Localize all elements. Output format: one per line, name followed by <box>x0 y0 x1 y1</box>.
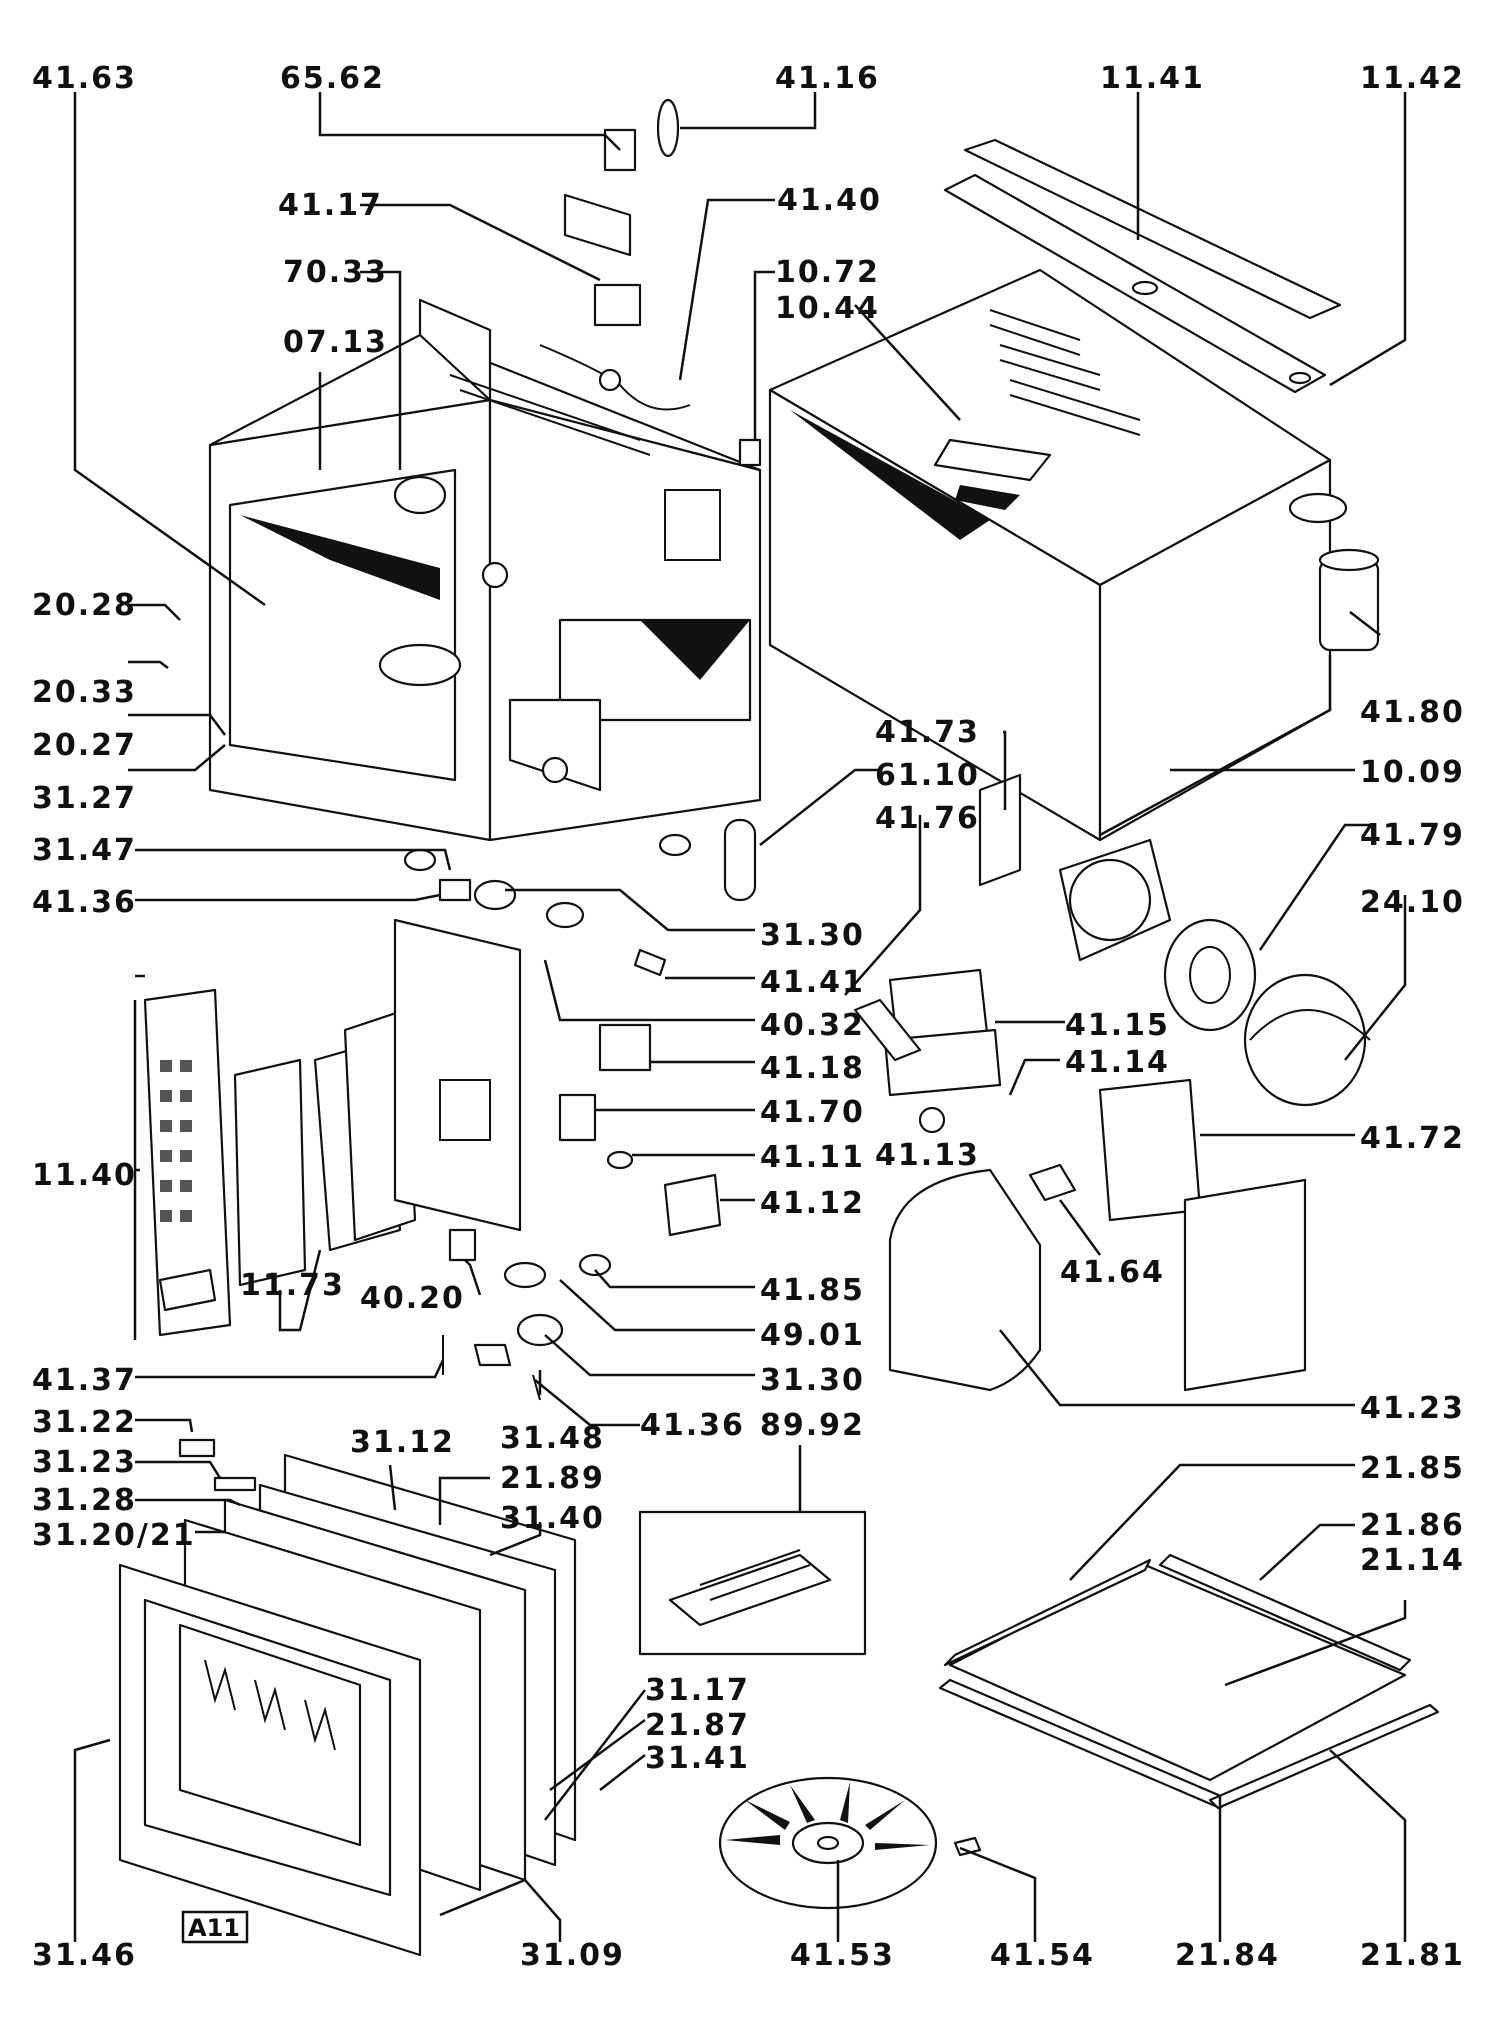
label-20-33: 20.33 <box>32 675 137 710</box>
label-11-73: 11.73 <box>240 1268 345 1303</box>
label-21-87: 21.87 <box>645 1708 750 1743</box>
label-41-70: 41.70 <box>760 1095 865 1130</box>
label-21-81: 21.81 <box>1360 1938 1465 1973</box>
label-70-33: 70.33 <box>283 255 388 290</box>
label-31-23: 31.23 <box>32 1445 137 1480</box>
label-41-23: 41.23 <box>1360 1391 1465 1426</box>
label-41-72: 41.72 <box>1360 1121 1465 1156</box>
label-31-17: 31.17 <box>645 1673 750 1708</box>
label-21-86: 21.86 <box>1360 1508 1465 1543</box>
label-41-11: 41.11 <box>760 1140 865 1175</box>
badge-text: A11 <box>188 1914 240 1942</box>
fan-assembly <box>658 773 1371 1107</box>
label-41-14: 41.14 <box>1065 1045 1170 1080</box>
pcb-inset <box>638 1510 867 1656</box>
page-badge: A11 <box>181 1910 249 1944</box>
label-31-41: 31.41 <box>645 1741 750 1776</box>
label-40-32: 40.32 <box>760 1008 865 1043</box>
label-41-36-lower: 41.36 <box>640 1408 745 1443</box>
label-31-28: 31.28 <box>32 1483 137 1518</box>
label-41-40: 41.40 <box>777 183 882 218</box>
label-10-72: 10.72 <box>775 255 880 290</box>
label-89-92: 89.92 <box>760 1408 865 1443</box>
turntable <box>718 1776 982 1910</box>
label-31-47: 31.47 <box>32 833 137 868</box>
label-11-40: 11.40 <box>32 1158 137 1193</box>
label-41-63: 41.63 <box>32 61 137 96</box>
label-49-01: 49.01 <box>760 1318 865 1353</box>
callout-labels: 41.63 65.62 41.16 11.41 11.42 41.17 41.4… <box>32 61 1465 1973</box>
oven-cavity <box>208 298 762 842</box>
label-41-80: 41.80 <box>1360 695 1465 730</box>
label-31-22: 31.22 <box>32 1405 137 1440</box>
door-assembly <box>118 1438 577 1957</box>
label-41-37: 41.37 <box>32 1363 137 1398</box>
label-41-18: 41.18 <box>760 1051 865 1086</box>
control-panel <box>143 918 522 1337</box>
label-41-15: 41.15 <box>1065 1008 1170 1043</box>
switches-and-relays <box>403 848 722 1401</box>
label-20-28: 20.28 <box>32 588 137 623</box>
label-10-09: 10.09 <box>1360 755 1465 790</box>
waveguide-cover <box>888 1168 1307 1392</box>
label-41-64: 41.64 <box>1060 1255 1165 1290</box>
label-21-84: 21.84 <box>1175 1938 1280 1973</box>
top-cover-strips <box>943 138 1342 394</box>
outer-cabinet <box>768 268 1332 842</box>
label-41-76: 41.76 <box>875 801 980 836</box>
label-65-62: 65.62 <box>280 61 385 96</box>
label-31-09: 31.09 <box>520 1938 625 1973</box>
label-10-44: 10.44 <box>775 291 880 326</box>
floor-tray-rails <box>938 1553 1440 1810</box>
label-41-79: 41.79 <box>1360 818 1465 853</box>
label-31-46: 31.46 <box>32 1938 137 1973</box>
label-31-20-21: 31.20/21 <box>32 1518 196 1553</box>
label-11-42: 11.42 <box>1360 61 1465 96</box>
leader-lines <box>73 92 1407 1942</box>
label-41-17: 41.17 <box>278 188 383 223</box>
label-61-10: 61.10 <box>875 758 980 793</box>
label-41-36-upper: 41.36 <box>32 885 137 920</box>
label-31-12: 31.12 <box>350 1425 455 1460</box>
capacitor <box>1288 492 1380 652</box>
label-41-12: 41.12 <box>760 1186 865 1221</box>
label-07-13: 07.13 <box>283 325 388 360</box>
label-24-10: 24.10 <box>1360 885 1465 920</box>
label-41-41: 41.41 <box>760 965 865 1000</box>
label-21-85: 21.85 <box>1360 1451 1465 1486</box>
label-21-14: 21.14 <box>1360 1543 1465 1578</box>
label-20-27: 20.27 <box>32 728 137 763</box>
label-31-27: 31.27 <box>32 781 137 816</box>
label-40-20: 40.20 <box>360 1281 465 1316</box>
label-21-89: 21.89 <box>500 1461 605 1496</box>
label-31-48: 31.48 <box>500 1421 605 1456</box>
label-31-30-lower: 31.30 <box>760 1363 865 1398</box>
parts-drawing <box>118 98 1440 1957</box>
label-41-54: 41.54 <box>990 1938 1095 1973</box>
magnetron-transformer <box>853 968 1202 1222</box>
label-11-41: 11.41 <box>1100 61 1205 96</box>
label-31-40: 31.40 <box>500 1501 605 1536</box>
label-41-53: 41.53 <box>790 1938 895 1973</box>
label-41-13: 41.13 <box>875 1138 980 1173</box>
label-41-85: 41.85 <box>760 1273 865 1308</box>
label-41-73: 41.73 <box>875 715 980 750</box>
interlock-switches-top <box>393 98 762 515</box>
label-31-30-upper: 31.30 <box>760 918 865 953</box>
label-41-16: 41.16 <box>775 61 880 96</box>
